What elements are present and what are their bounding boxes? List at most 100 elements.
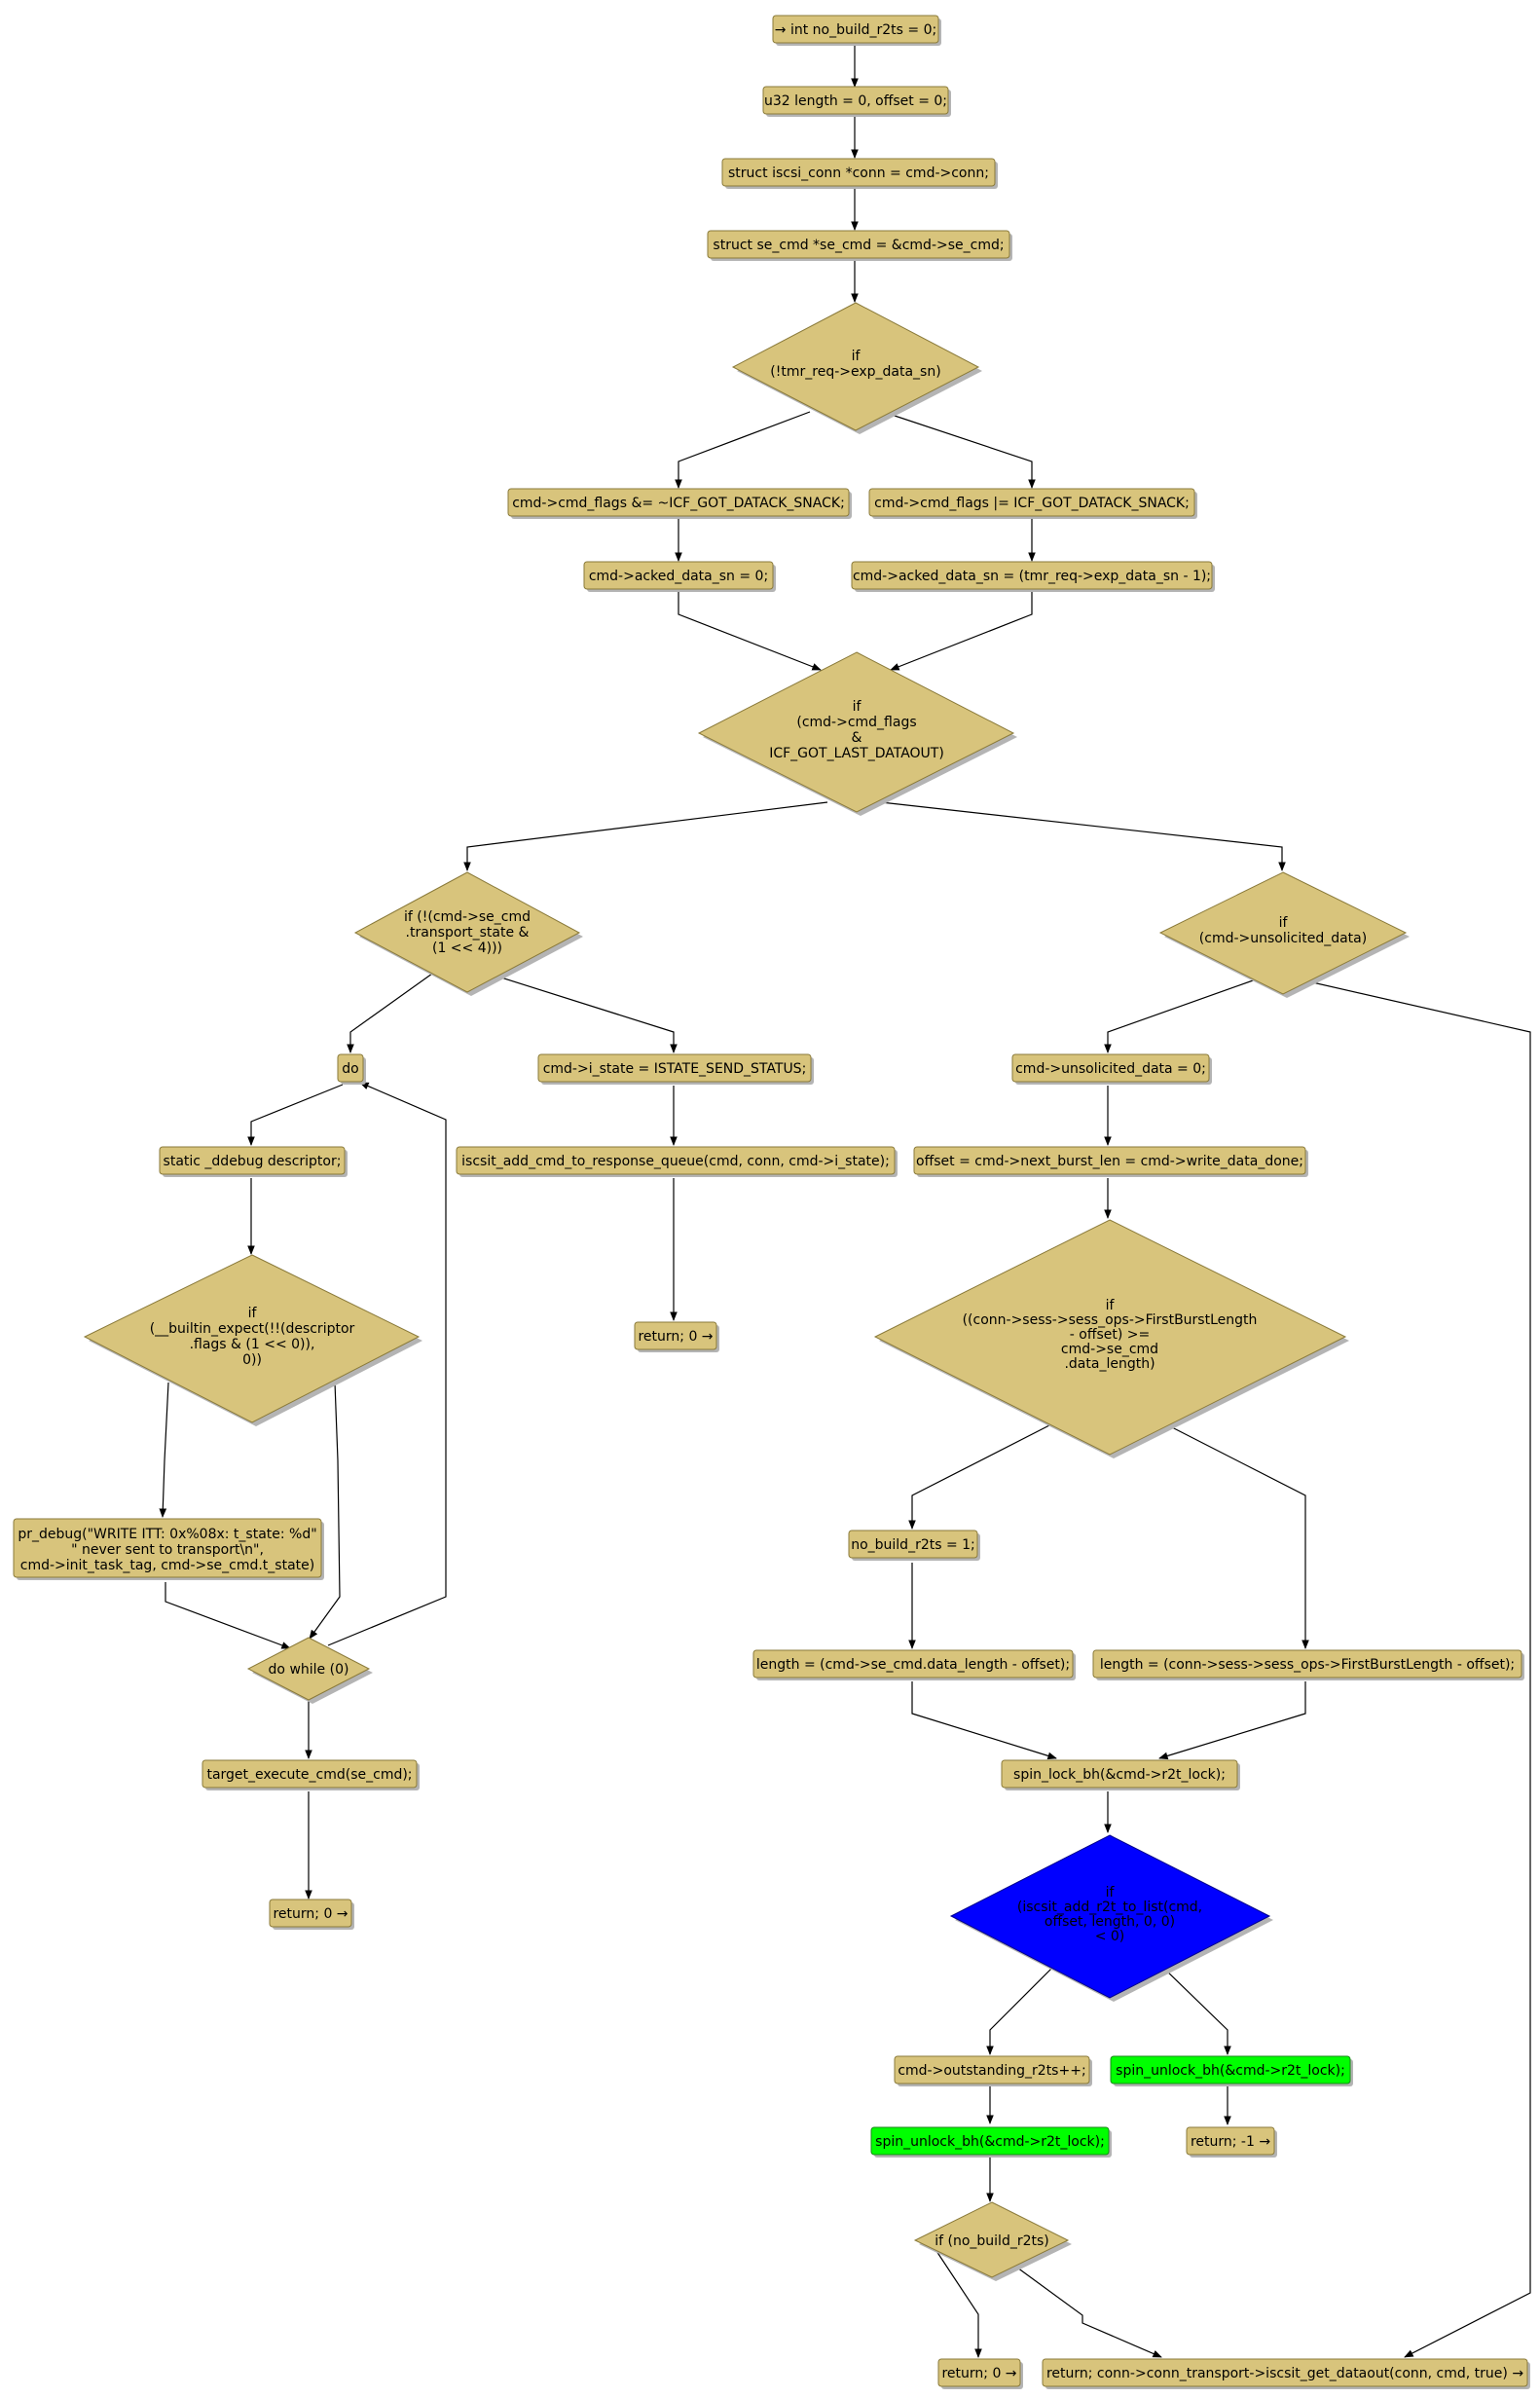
decision-d6-label: if((conn->sess->sess_ops->FirstBurstLeng… <box>963 1298 1258 1372</box>
node-n7-label: cmd->acked_data_sn = 0; <box>589 569 768 584</box>
node-n17-label: no_build_r2ts = 1; <box>851 1537 975 1553</box>
decision-d2-label: if(cmd->cmd_flags&ICF_GOT_LAST_DATAOUT) <box>769 699 944 761</box>
node-n26: return; -1 → <box>1186 2126 1277 2158</box>
node-n1-label: → int no_build_r2ts = 0; <box>775 22 936 38</box>
node-n27: return; 0 → <box>937 2358 1023 2389</box>
decision-d3-label: if (!(cmd->se_cmd.transport_state &(1 <<… <box>404 909 531 956</box>
node-n25: spin_unlock_bh(&cmd->r2t_lock); <box>870 2126 1112 2158</box>
edge-d7-n9 <box>327 1082 447 1646</box>
edge-n16-d7 <box>165 1582 291 1649</box>
edge-d6-n19 <box>1167 1424 1309 1649</box>
node-n13-label: iscsit_add_cmd_to_response_queue(cmd, co… <box>461 1154 890 1169</box>
edges <box>159 43 1531 2358</box>
node-n24-label: spin_unlock_bh(&cmd->r2t_lock); <box>1116 2063 1345 2079</box>
edge-n19-n21 <box>1158 1681 1306 1760</box>
node-n6: cmd->cmd_flags |= ICF_GOT_DATACK_SNACK; <box>868 488 1197 519</box>
node-n10-label: cmd->i_state = ISTATE_SEND_STATUS; <box>543 1061 807 1077</box>
node-n14: offset = cmd->next_burst_len = cmd->writ… <box>913 1146 1308 1177</box>
node-n15: return; 0 → <box>634 1321 719 1352</box>
node-n16-label: pr_debug("WRITE ITT: 0x%08x: t_state: %d… <box>18 1527 316 1573</box>
edge-d4-n28 <box>1299 978 1531 2358</box>
node-n11: cmd->unsolicited_data = 0; <box>1011 1053 1212 1085</box>
node-n3: struct iscsi_conn *conn = cmd->conn; <box>721 158 998 189</box>
node-n22: return; 0 → <box>269 1899 354 1930</box>
edge-d6-n17 <box>908 1424 1050 1530</box>
node-n13: iscsit_add_cmd_to_response_queue(cmd, co… <box>456 1146 898 1177</box>
node-n2-label: u32 length = 0, offset = 0; <box>764 93 947 109</box>
node-n24: spin_unlock_bh(&cmd->r2t_lock); <box>1110 2055 1353 2086</box>
decision-d8-label: if(iscsit_add_r2t_to_list(cmd,offset, le… <box>1017 1885 1202 1944</box>
node-n18: length = (cmd->se_cmd.data_length - offs… <box>752 1649 1076 1680</box>
edge-n9-n12 <box>247 1084 344 1146</box>
node-n11-label: cmd->unsolicited_data = 0; <box>1015 1061 1206 1077</box>
decision-d7-label: do while (0) <box>269 1662 349 1678</box>
node-n27-label: return; 0 → <box>941 2366 1016 2381</box>
decision-d9: if (no_build_r2ts) <box>913 2201 1072 2281</box>
edge-d8-n23 <box>986 1965 1055 2055</box>
node-n9: do <box>337 1053 366 1085</box>
node-n19: length = (conn->sess->sess_ops->FirstBur… <box>1092 1649 1524 1680</box>
node-n5-label: cmd->cmd_flags &= ~ICF_GOT_DATACK_SNACK; <box>512 496 845 511</box>
node-n10: cmd->i_state = ISTATE_SEND_STATUS; <box>537 1053 814 1085</box>
node-n23-label: cmd->outstanding_r2ts++; <box>898 2063 1085 2079</box>
node-n25-label: spin_unlock_bh(&cmd->r2t_lock); <box>875 2134 1105 2150</box>
node-n23: cmd->outstanding_r2ts++; <box>894 2055 1092 2086</box>
edge-d1-n6 <box>882 411 1036 489</box>
node-n20-label: target_execute_cmd(se_cmd); <box>206 1767 412 1783</box>
node-n17: no_build_r2ts = 1; <box>848 1530 980 1561</box>
node-n12-label: static _ddebug descriptor; <box>164 1154 342 1169</box>
node-n8: cmd->acked_data_sn = (tmr_req->exp_data_… <box>851 561 1215 592</box>
node-n1: → int no_build_r2ts = 0; <box>772 15 941 46</box>
node-n18-label: length = (cmd->se_cmd.data_length - offs… <box>756 1657 1070 1673</box>
node-n15-label: return; 0 → <box>638 1329 713 1345</box>
edge-d8-n24 <box>1160 1965 1231 2055</box>
edge-n7-d2 <box>678 589 822 671</box>
edge-d1-n5 <box>675 411 811 489</box>
node-n20: target_execute_cmd(se_cmd); <box>202 1759 420 1790</box>
node-n4: struct se_cmd *se_cmd = &cmd->se_cmd; <box>707 230 1012 261</box>
node-n16: pr_debug("WRITE ITT: 0x%08x: t_state: %d… <box>13 1518 324 1580</box>
node-n22-label: return; 0 → <box>273 1906 348 1922</box>
node-n5: cmd->cmd_flags &= ~ICF_GOT_DATACK_SNACK; <box>507 488 852 519</box>
decision-d2: if(cmd->cmd_flags&ICF_GOT_LAST_DATAOUT) <box>697 651 1017 816</box>
edge-n18-n21 <box>911 1681 1057 1760</box>
decision-d1: if(!tmr_req->exp_data_sn) <box>731 302 982 434</box>
node-n2: u32 length = 0, offset = 0; <box>762 86 951 117</box>
edge-d5-n16 <box>159 1382 169 1518</box>
node-n14-label: offset = cmd->next_burst_len = cmd->writ… <box>916 1154 1303 1169</box>
node-n9-label: do <box>342 1061 358 1077</box>
decision-d4-label: if(cmd->unsolicited_data) <box>1199 915 1367 946</box>
node-n7: cmd->acked_data_sn = 0; <box>583 561 776 592</box>
node-n12: static _ddebug descriptor; <box>159 1146 348 1177</box>
edge-d4-n11 <box>1104 978 1257 1053</box>
nodes: → int no_build_r2ts = 0; u32 length = 0,… <box>13 15 1530 2389</box>
decision-d4: if(cmd->unsolicited_data) <box>1158 871 1410 998</box>
decision-d7: do while (0) <box>246 1637 373 1704</box>
decision-d6: if((conn->sess->sess_ops->FirstBurstLeng… <box>873 1219 1349 1458</box>
decision-d9-label: if (no_build_r2ts) <box>935 2233 1049 2249</box>
node-n21: spin_lock_bh(&cmd->r2t_lock); <box>1001 1759 1240 1790</box>
node-n6-label: cmd->cmd_flags |= ICF_GOT_DATACK_SNACK; <box>874 496 1190 511</box>
edge-d9-n28 <box>1016 2267 1162 2358</box>
edge-d9-n27 <box>935 2250 982 2358</box>
edge-d2-d3 <box>463 801 828 871</box>
node-n21-label: spin_lock_bh(&cmd->r2t_lock); <box>1013 1767 1226 1783</box>
decision-d8: if(iscsit_add_r2t_to_list(cmd,offset, le… <box>949 1834 1273 2002</box>
decision-d5: if(__builtin_expect(!!(descriptor.flags … <box>83 1254 422 1426</box>
node-n28-label: return; conn->conn_transport->iscsit_get… <box>1046 2366 1523 2381</box>
edge-d3-n9 <box>347 973 433 1053</box>
node-n19-label: length = (conn->sess->sess_ops->FirstBur… <box>1100 1657 1515 1673</box>
node-n28: return; conn->conn_transport->iscsit_get… <box>1042 2358 1530 2389</box>
edge-n8-d2 <box>890 589 1033 671</box>
node-n26-label: return; -1 → <box>1191 2134 1270 2150</box>
node-n3-label: struct iscsi_conn *conn = cmd->conn; <box>728 166 989 181</box>
edge-d5-d7 <box>309 1382 341 1640</box>
edge-d3-n10 <box>488 973 678 1053</box>
node-n8-label: cmd->acked_data_sn = (tmr_req->exp_data_… <box>853 569 1211 584</box>
node-n4-label: struct se_cmd *se_cmd = &cmd->se_cmd; <box>713 238 1004 253</box>
decision-d3: if (!(cmd->se_cmd.transport_state &(1 <<… <box>353 871 583 996</box>
edge-d2-d4 <box>880 801 1286 871</box>
decision-d5-label: if(__builtin_expect(!!(descriptor.flags … <box>150 1306 355 1368</box>
decision-d1-label: if(!tmr_req->exp_data_sn) <box>770 349 940 380</box>
